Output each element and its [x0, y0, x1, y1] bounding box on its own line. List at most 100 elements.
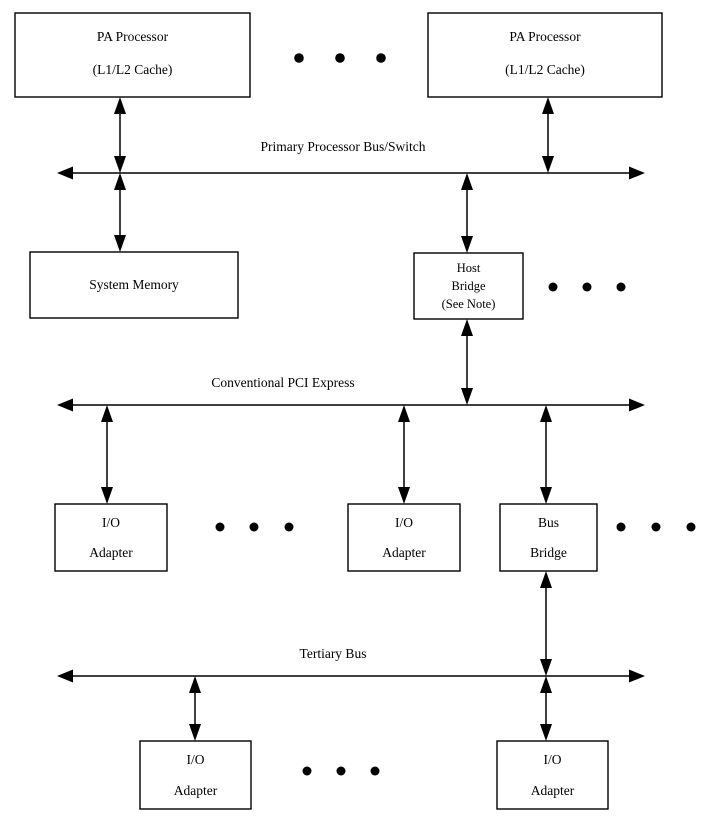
ellipsis-dot: [370, 766, 380, 776]
pa-processor-left-line2: (L1/L2 Cache): [93, 62, 173, 77]
arrowhead-down: [540, 724, 552, 741]
ellipsis-dot: [284, 522, 294, 532]
host-bridge-rect: [413, 252, 524, 320]
tertiary-bus-right-arrowhead: [629, 669, 645, 683]
io-adapter-tertiary-1-line2: Adapter: [174, 783, 218, 798]
io-adapter-tertiary-2-line1: I/O: [544, 752, 562, 767]
io-adapter-pci-2-line2: Adapter: [382, 545, 426, 560]
ellipsis-dot: [616, 522, 626, 532]
primary-bus-right-arrowhead: [629, 166, 645, 180]
arrowhead-up: [542, 97, 554, 114]
bus-bridge-box: Bus Bridge: [499, 503, 598, 572]
ellipsis-bus-bridges: [616, 522, 696, 532]
io-adapter-pci-2-box: I/O Adapter: [347, 503, 461, 572]
system-memory-rect: [29, 251, 239, 319]
ellipsis-dot: [582, 282, 592, 292]
arrowhead-down: [189, 724, 201, 741]
connector-pci-bus-to-io-adapter-1: [101, 405, 113, 504]
arrowhead-down: [461, 388, 473, 405]
system-memory-label: System Memory: [89, 277, 179, 292]
ellipsis-host-bridges: [548, 282, 626, 292]
arrowhead-up: [540, 571, 552, 588]
connector-pci-bus-to-bus-bridge: [540, 405, 552, 504]
connector-pa-left-to-primary-bus: [114, 97, 126, 173]
pa-processor-right-line1: PA Processor: [509, 29, 581, 44]
ellipsis-dot: [215, 522, 225, 532]
ellipsis-processors: [294, 53, 386, 63]
pa-processor-right-box: PA Processor (L1/L2 Cache): [427, 12, 663, 98]
arrowhead-up: [540, 676, 552, 693]
io-adapter-pci-2-line1: I/O: [395, 515, 413, 530]
ellipsis-dot: [249, 522, 259, 532]
ellipsis-pci-adapters: [215, 522, 294, 532]
ellipsis-dot: [376, 53, 386, 63]
arrowhead-up: [398, 405, 410, 422]
connector-pa-right-to-primary-bus: [542, 97, 554, 173]
connector-primary-bus-to-system-memory: [114, 173, 126, 252]
arrowhead-down: [114, 156, 126, 173]
pci-express-bus-label: Conventional PCI Express: [211, 375, 354, 390]
ellipsis-dot: [651, 522, 661, 532]
bus-bridge-line2: Bridge: [530, 545, 567, 560]
io-adapter-tertiary-2-rect: [496, 740, 609, 810]
primary-bus-left-arrowhead: [57, 166, 73, 180]
pa-processor-left-line1: PA Processor: [97, 29, 169, 44]
pa-processor-left-rect: [14, 12, 251, 98]
primary-bus-group: Primary Processor Bus/Switch: [57, 139, 645, 180]
ellipsis-tertiary-adapters: [302, 766, 380, 776]
arrowhead-up: [114, 173, 126, 190]
io-adapter-pci-1-line2: Adapter: [89, 545, 133, 560]
io-adapter-tertiary-1-line1: I/O: [187, 752, 205, 767]
host-bridge-box: Host Bridge (See Note): [413, 252, 524, 320]
arrowhead-down: [540, 487, 552, 504]
pa-processor-right-line2: (L1/L2 Cache): [505, 62, 585, 77]
ellipsis-dot: [616, 282, 626, 292]
pci-bus-right-arrowhead: [629, 398, 645, 412]
ellipsis-dot: [335, 53, 345, 63]
host-bridge-line2: Bridge: [451, 279, 485, 293]
bus-bridge-line1: Bus: [538, 515, 559, 530]
connector-pci-bus-to-io-adapter-2: [398, 405, 410, 504]
io-adapter-tertiary-1-box: I/O Adapter: [139, 740, 252, 810]
tertiary-bus-left-arrowhead: [57, 669, 73, 683]
io-adapter-pci-1-rect: [54, 503, 168, 572]
arrowhead-down: [542, 156, 554, 173]
io-adapter-tertiary-2-box: I/O Adapter: [496, 740, 609, 810]
ellipsis-dot: [336, 766, 346, 776]
system-memory-box: System Memory: [29, 251, 239, 319]
pci-express-bus-group: Conventional PCI Express: [57, 375, 645, 412]
connector-tertiary-bus-to-io-adapter-1: [189, 676, 201, 741]
arrowhead-down: [540, 659, 552, 676]
arrowhead-down: [461, 236, 473, 253]
arrowhead-down: [114, 235, 126, 252]
tertiary-bus-label: Tertiary Bus: [300, 646, 367, 661]
tertiary-bus-group: Tertiary Bus: [57, 646, 645, 683]
ellipsis-dot: [686, 522, 696, 532]
bus-bridge-rect: [499, 503, 598, 572]
arrowhead-down: [398, 487, 410, 504]
ellipsis-dot: [294, 53, 304, 63]
host-bridge-line1: Host: [457, 261, 481, 275]
arrowhead-up: [101, 405, 113, 422]
ellipsis-dot: [548, 282, 558, 292]
connector-bus-bridge-to-tertiary-bus: [540, 571, 552, 676]
arrowhead-down: [101, 487, 113, 504]
ellipsis-dot: [302, 766, 312, 776]
io-adapter-pci-1-box: I/O Adapter: [54, 503, 168, 572]
arrowhead-up: [189, 676, 201, 693]
io-adapter-tertiary-2-line2: Adapter: [531, 783, 575, 798]
primary-bus-label: Primary Processor Bus/Switch: [261, 139, 426, 154]
io-adapter-tertiary-1-rect: [139, 740, 252, 810]
arrowhead-up: [461, 173, 473, 190]
connector-tertiary-bus-to-io-adapter-2: [540, 676, 552, 741]
io-adapter-pci-1-line1: I/O: [102, 515, 120, 530]
io-adapter-pci-2-rect: [347, 503, 461, 572]
arrowhead-up: [540, 405, 552, 422]
pa-processor-left-box: PA Processor (L1/L2 Cache): [14, 12, 251, 98]
arrowhead-up: [114, 97, 126, 114]
connector-primary-bus-to-host-bridge: [461, 173, 473, 253]
host-bridge-line3: (See Note): [442, 297, 496, 311]
pci-bus-left-arrowhead: [57, 398, 73, 412]
